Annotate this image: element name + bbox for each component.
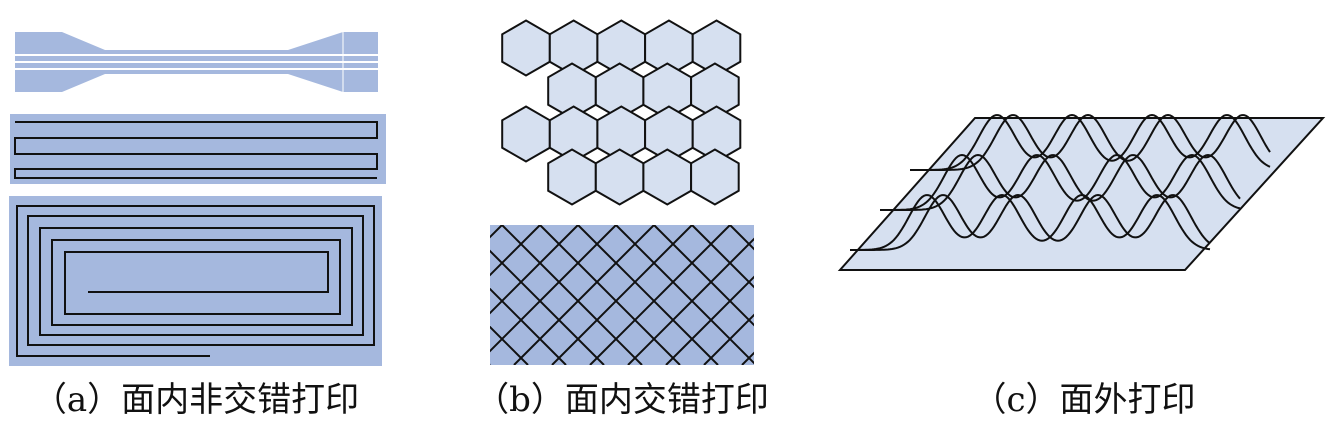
hatch-line [490,225,617,353]
hatch-line [615,225,754,365]
hatch-line [490,249,605,365]
hexagon-cell [690,148,740,206]
hatch-line [490,225,579,315]
wave-strand [880,153,1241,211]
hexagon-cell [547,148,597,206]
hatch-line [577,225,719,365]
caption-a: （a）面内非交错打印 [32,380,360,420]
hatch-line [539,225,681,365]
wave-strand [850,193,1211,251]
caption-b: （b）面内交错打印 [475,380,769,420]
hexagon-cell [594,148,645,206]
dogbone-specimen [15,32,378,92]
hatch-line [551,225,693,365]
hatch-line [589,225,731,365]
hexagon-cell [501,105,551,163]
hatch-line [490,225,541,277]
hatch-line [627,237,754,365]
wave-strand [910,113,1271,171]
hatch-line [653,225,754,327]
hatch-line [501,225,643,365]
hatch-line [729,225,754,251]
hatch-line [665,275,754,365]
wave-strand [880,153,1241,211]
wavy-out-of-plane-strands [850,113,1271,251]
concentric-spiral-path [9,196,382,366]
panel-a [9,32,386,366]
hexagon-cell [642,148,693,206]
wave-strand [850,193,1211,251]
hatch-line [513,225,655,365]
hatch-line [490,225,503,239]
panel-b [490,19,754,365]
hatch-line [490,287,567,365]
caption-c: （c）面外打印 [972,380,1196,420]
hatch-line [691,225,754,289]
panel-c [837,113,1326,271]
hatch-line [703,313,754,365]
diagonal-crosshatch-grid [490,225,754,365]
hexagon-honeycomb [501,19,742,206]
hexagon-cell [501,19,551,77]
hatch-line [490,325,529,365]
zigzag-raster-path [10,114,386,184]
